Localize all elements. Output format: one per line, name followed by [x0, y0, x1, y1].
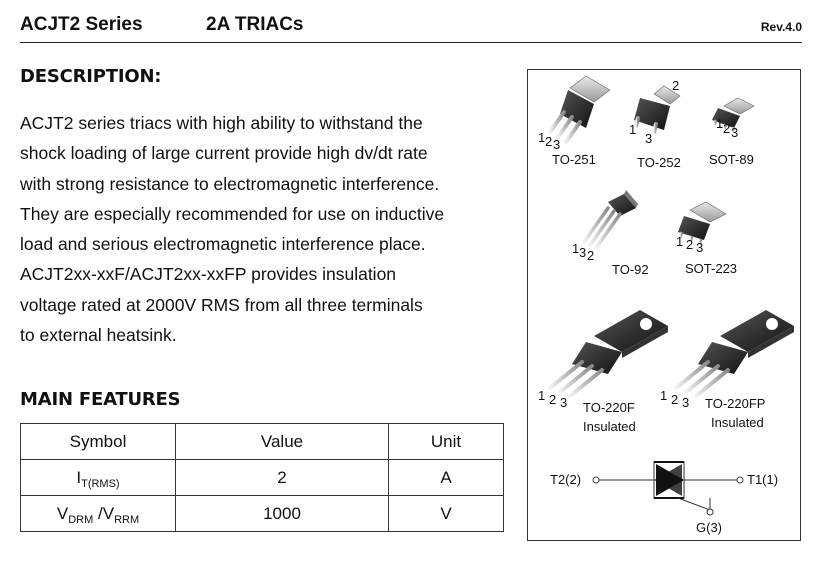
- column-header-unit: Unit: [388, 423, 504, 460]
- package-name: TO-251: [552, 152, 596, 167]
- pin-label: 2: [723, 121, 730, 136]
- terminal-t2-label: T2(2): [550, 472, 581, 487]
- table-header-row: Symbol Value Unit: [20, 423, 504, 460]
- package-name: TO-252: [637, 155, 681, 170]
- to220f-package-icon: 1 2 3 TO-220F Insulated: [538, 310, 668, 434]
- pin-label: 3: [645, 131, 652, 146]
- triac-symbol: T2(2) T1(1) G(3): [550, 461, 778, 535]
- pin-label: 1: [660, 388, 667, 403]
- sot223-package-icon: 1 2 3 SOT-223: [676, 201, 737, 276]
- package-note: Insulated: [583, 419, 636, 434]
- table-row: VDRM /VRRM 1000 V: [20, 495, 504, 532]
- product-subtitle: 2A TRIACs: [206, 14, 304, 35]
- description-heading: DESCRIPTION:: [20, 66, 162, 87]
- features-table: Symbol Value Unit IT(RMS) 2 A VDRM /VRRM…: [20, 423, 504, 532]
- symbol-cell: IT(RMS): [20, 459, 176, 496]
- to251-package-icon: 1 2 3 TO-251: [538, 75, 611, 167]
- description-line: ACJT2 series triacs with high ability to…: [20, 113, 423, 133]
- pin-label: 1: [572, 241, 579, 256]
- pin-label: 3: [553, 137, 560, 152]
- pin-label: 3: [579, 245, 586, 260]
- sot89-package-icon: 1 2 3 SOT-89: [709, 97, 755, 167]
- pin-label: 2: [549, 392, 556, 407]
- features-heading: MAIN FEATURES: [20, 389, 181, 410]
- column-header-symbol: Symbol: [20, 423, 176, 460]
- pin-label: 2: [671, 392, 678, 407]
- package-name: SOT-89: [709, 152, 754, 167]
- pin-label: 2: [686, 237, 693, 252]
- description-line: voltage rated at 2000V RMS from all thre…: [20, 294, 423, 315]
- value-cell: 1000: [175, 495, 389, 532]
- description-line: with strong resistance to electromagneti…: [20, 173, 440, 194]
- pin-label: 1: [538, 388, 545, 403]
- package-name: TO-220F: [583, 400, 635, 415]
- pin-label: 1: [676, 234, 683, 249]
- pin-label: 1: [716, 116, 723, 131]
- description-line: load and serious electromagnetic interfe…: [20, 234, 426, 255]
- to92-package-icon: 1 3 2 TO-92: [572, 190, 649, 277]
- description-line: shock loading of large current provide h…: [20, 143, 428, 164]
- pin-label: 3: [682, 395, 689, 410]
- column-header-value: Value: [175, 423, 389, 460]
- pin-label: 3: [696, 240, 703, 255]
- gate-label: G(3): [696, 520, 722, 535]
- package-drawings: 1 2 3 TO-251 2 1 3 TO-252 1 2 3 SOT-89: [538, 75, 794, 535]
- pin-label: 3: [731, 125, 738, 140]
- description-line: to external heatsink.: [20, 325, 177, 346]
- package-note: Insulated: [711, 415, 764, 430]
- to220fp-package-icon: 1 2 3 TO-220FP Insulated: [660, 310, 794, 430]
- pin-label: 1: [629, 122, 636, 137]
- to252-package-icon: 2 1 3 TO-252: [629, 78, 681, 170]
- revision-label: Rev.4.0: [760, 20, 802, 34]
- pin-label: 2: [672, 78, 679, 93]
- pin-label: 2: [545, 134, 552, 149]
- terminal-t1-label: T1(1): [747, 472, 778, 487]
- page-header: ACJT2 Series 2A TRIACs Rev.4.0: [20, 14, 802, 43]
- package-name: SOT-223: [685, 261, 737, 276]
- value-cell: 2: [175, 459, 389, 496]
- table-row: IT(RMS) 2 A: [20, 459, 504, 496]
- pin-label: 1: [538, 130, 545, 145]
- description-line: They are especially recommended for use …: [20, 203, 445, 224]
- description-line: ACJT2xx-xxF/ACJT2xx-xxFP provides insula…: [20, 264, 397, 285]
- symbol-cell: VDRM /VRRM: [20, 495, 176, 532]
- unit-cell: A: [388, 459, 504, 496]
- series-name: ACJT2 Series: [20, 14, 143, 35]
- description-body: ACJT2 series triacs with high ability to…: [20, 108, 520, 350]
- unit-cell: V: [388, 495, 504, 532]
- package-name: TO-92: [612, 262, 649, 277]
- pin-label: 2: [587, 248, 594, 263]
- package-name: TO-220FP: [705, 396, 765, 411]
- package-illustrations-panel: 1 2 3 TO-251 2 1 3 TO-252 1 2 3 SOT-89: [527, 69, 801, 541]
- pin-label: 3: [560, 395, 567, 410]
